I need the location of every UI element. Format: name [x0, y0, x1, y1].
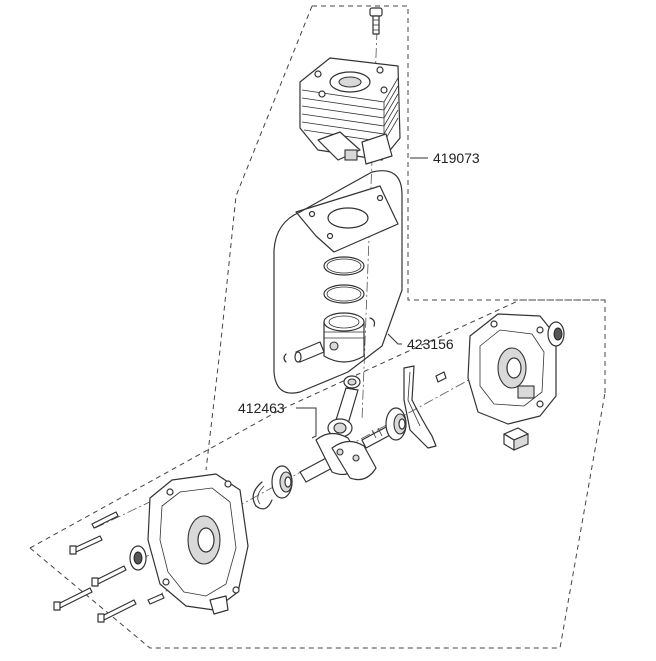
oil-seal-right — [547, 321, 565, 347]
callout-412463: 412463 — [238, 400, 285, 416]
dowel-pin — [435, 371, 447, 383]
cylinder — [299, 57, 401, 165]
cylinder-base-gasket — [295, 185, 399, 253]
piston-pin — [294, 341, 325, 363]
bearing-left — [271, 465, 293, 499]
connecting-rod — [327, 375, 361, 438]
piston-kit-frame — [273, 170, 403, 394]
callout-419073: 419073 — [433, 150, 480, 166]
cylinder-screw — [369, 7, 383, 35]
crankcase-bolt-5 — [97, 599, 137, 623]
crankcase-bolt-2 — [69, 535, 103, 555]
crankcase-gasket — [403, 365, 437, 449]
piston-ring-lower — [323, 284, 365, 304]
rubber-mount — [503, 427, 529, 451]
crankcase-bolt-4 — [53, 587, 93, 611]
crankcase-right — [467, 313, 557, 425]
crankcase-bolt-1 — [91, 511, 119, 529]
crankcase-bolt-6 — [147, 593, 165, 605]
circlip-left — [283, 353, 287, 363]
piston-ring-upper — [323, 256, 365, 276]
crankcase-left — [147, 473, 249, 615]
leader-412463 — [296, 407, 317, 439]
leader-423156 — [387, 333, 402, 345]
crankcase-bolt-3 — [91, 565, 127, 587]
retaining-ring — [252, 481, 273, 510]
cylinder-kit-boundary — [205, 5, 606, 471]
bearing-right — [385, 407, 407, 441]
circlip-right — [369, 317, 376, 327]
crankcase-group-boundary — [29, 299, 606, 649]
crankshaft — [299, 425, 393, 483]
oil-seal-left — [129, 545, 147, 571]
piston — [323, 312, 365, 363]
callout-423156: 423156 — [407, 336, 454, 352]
